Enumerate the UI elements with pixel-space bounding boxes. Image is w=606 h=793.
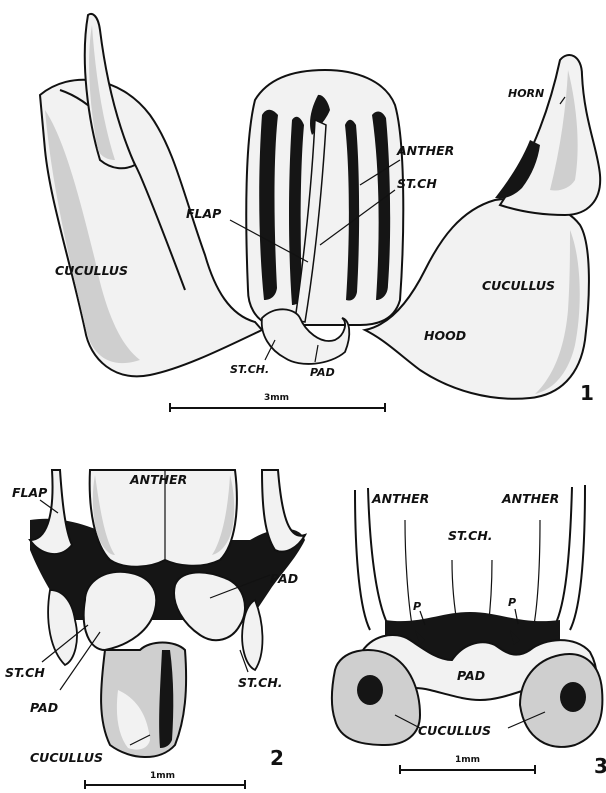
scale-label-3: 1mm — [455, 755, 480, 765]
label-stch-3: ST.CH. — [448, 528, 493, 543]
label-hood: HOOD — [424, 328, 466, 343]
label-pad-1: PAD — [310, 366, 335, 379]
figure-1: HORN ANTHER ST.CH FLAP CUCULLUS CUCULLUS… — [40, 14, 600, 412]
label-anther-1: ANTHER — [396, 143, 454, 158]
pad-2-left — [84, 572, 157, 650]
label-stch-upper-1: ST.CH — [397, 176, 437, 191]
scale-bar-1: 3mm — [170, 393, 385, 412]
label-anther-2: ANTHER — [129, 472, 187, 487]
figure-3: ANTHER ANTHER ST.CH. P P PAD CUCULLUS 1m… — [332, 485, 606, 778]
label-cucullus-right-1: CUCULLUS — [482, 278, 555, 293]
figure-2: FLAP ANTHER PAD ST.CH PAD ST.CH. CUCULLU… — [5, 470, 305, 789]
label-stch-lower-1: ST.CH. — [230, 363, 269, 376]
label-p-right: P — [508, 596, 516, 609]
figure-number-1: 1 — [580, 381, 594, 405]
label-cucullus-left-1: CUCULLUS — [55, 263, 128, 278]
label-pad-2-left: PAD — [30, 700, 58, 715]
label-stch-2-right: ST.CH. — [238, 675, 283, 690]
flap-2-left — [30, 470, 72, 554]
figure-number-3: 3 — [594, 754, 606, 778]
label-horn: HORN — [508, 87, 544, 100]
label-p-left: P — [413, 600, 421, 613]
label-stch-2-left: ST.CH — [5, 665, 45, 680]
pad-2-right — [174, 572, 245, 640]
label-cucullus-2: CUCULLUS — [30, 750, 103, 765]
label-pad-3: PAD — [457, 668, 485, 683]
scale-label-1: 3mm — [264, 393, 289, 403]
scale-bar-2: 1mm — [85, 771, 245, 789]
label-flap-1: FLAP — [186, 206, 221, 221]
scale-bar-3: 1mm — [400, 755, 535, 774]
label-pad-2-right: PAD — [270, 571, 298, 586]
label-anther-3-right: ANTHER — [501, 491, 559, 506]
figure-number-2: 2 — [270, 746, 284, 770]
label-cucullus-3: CUCULLUS — [418, 723, 491, 738]
label-flap-2: FLAP — [12, 485, 47, 500]
label-anther-3-left: ANTHER — [371, 491, 429, 506]
scale-label-2: 1mm — [150, 771, 175, 781]
